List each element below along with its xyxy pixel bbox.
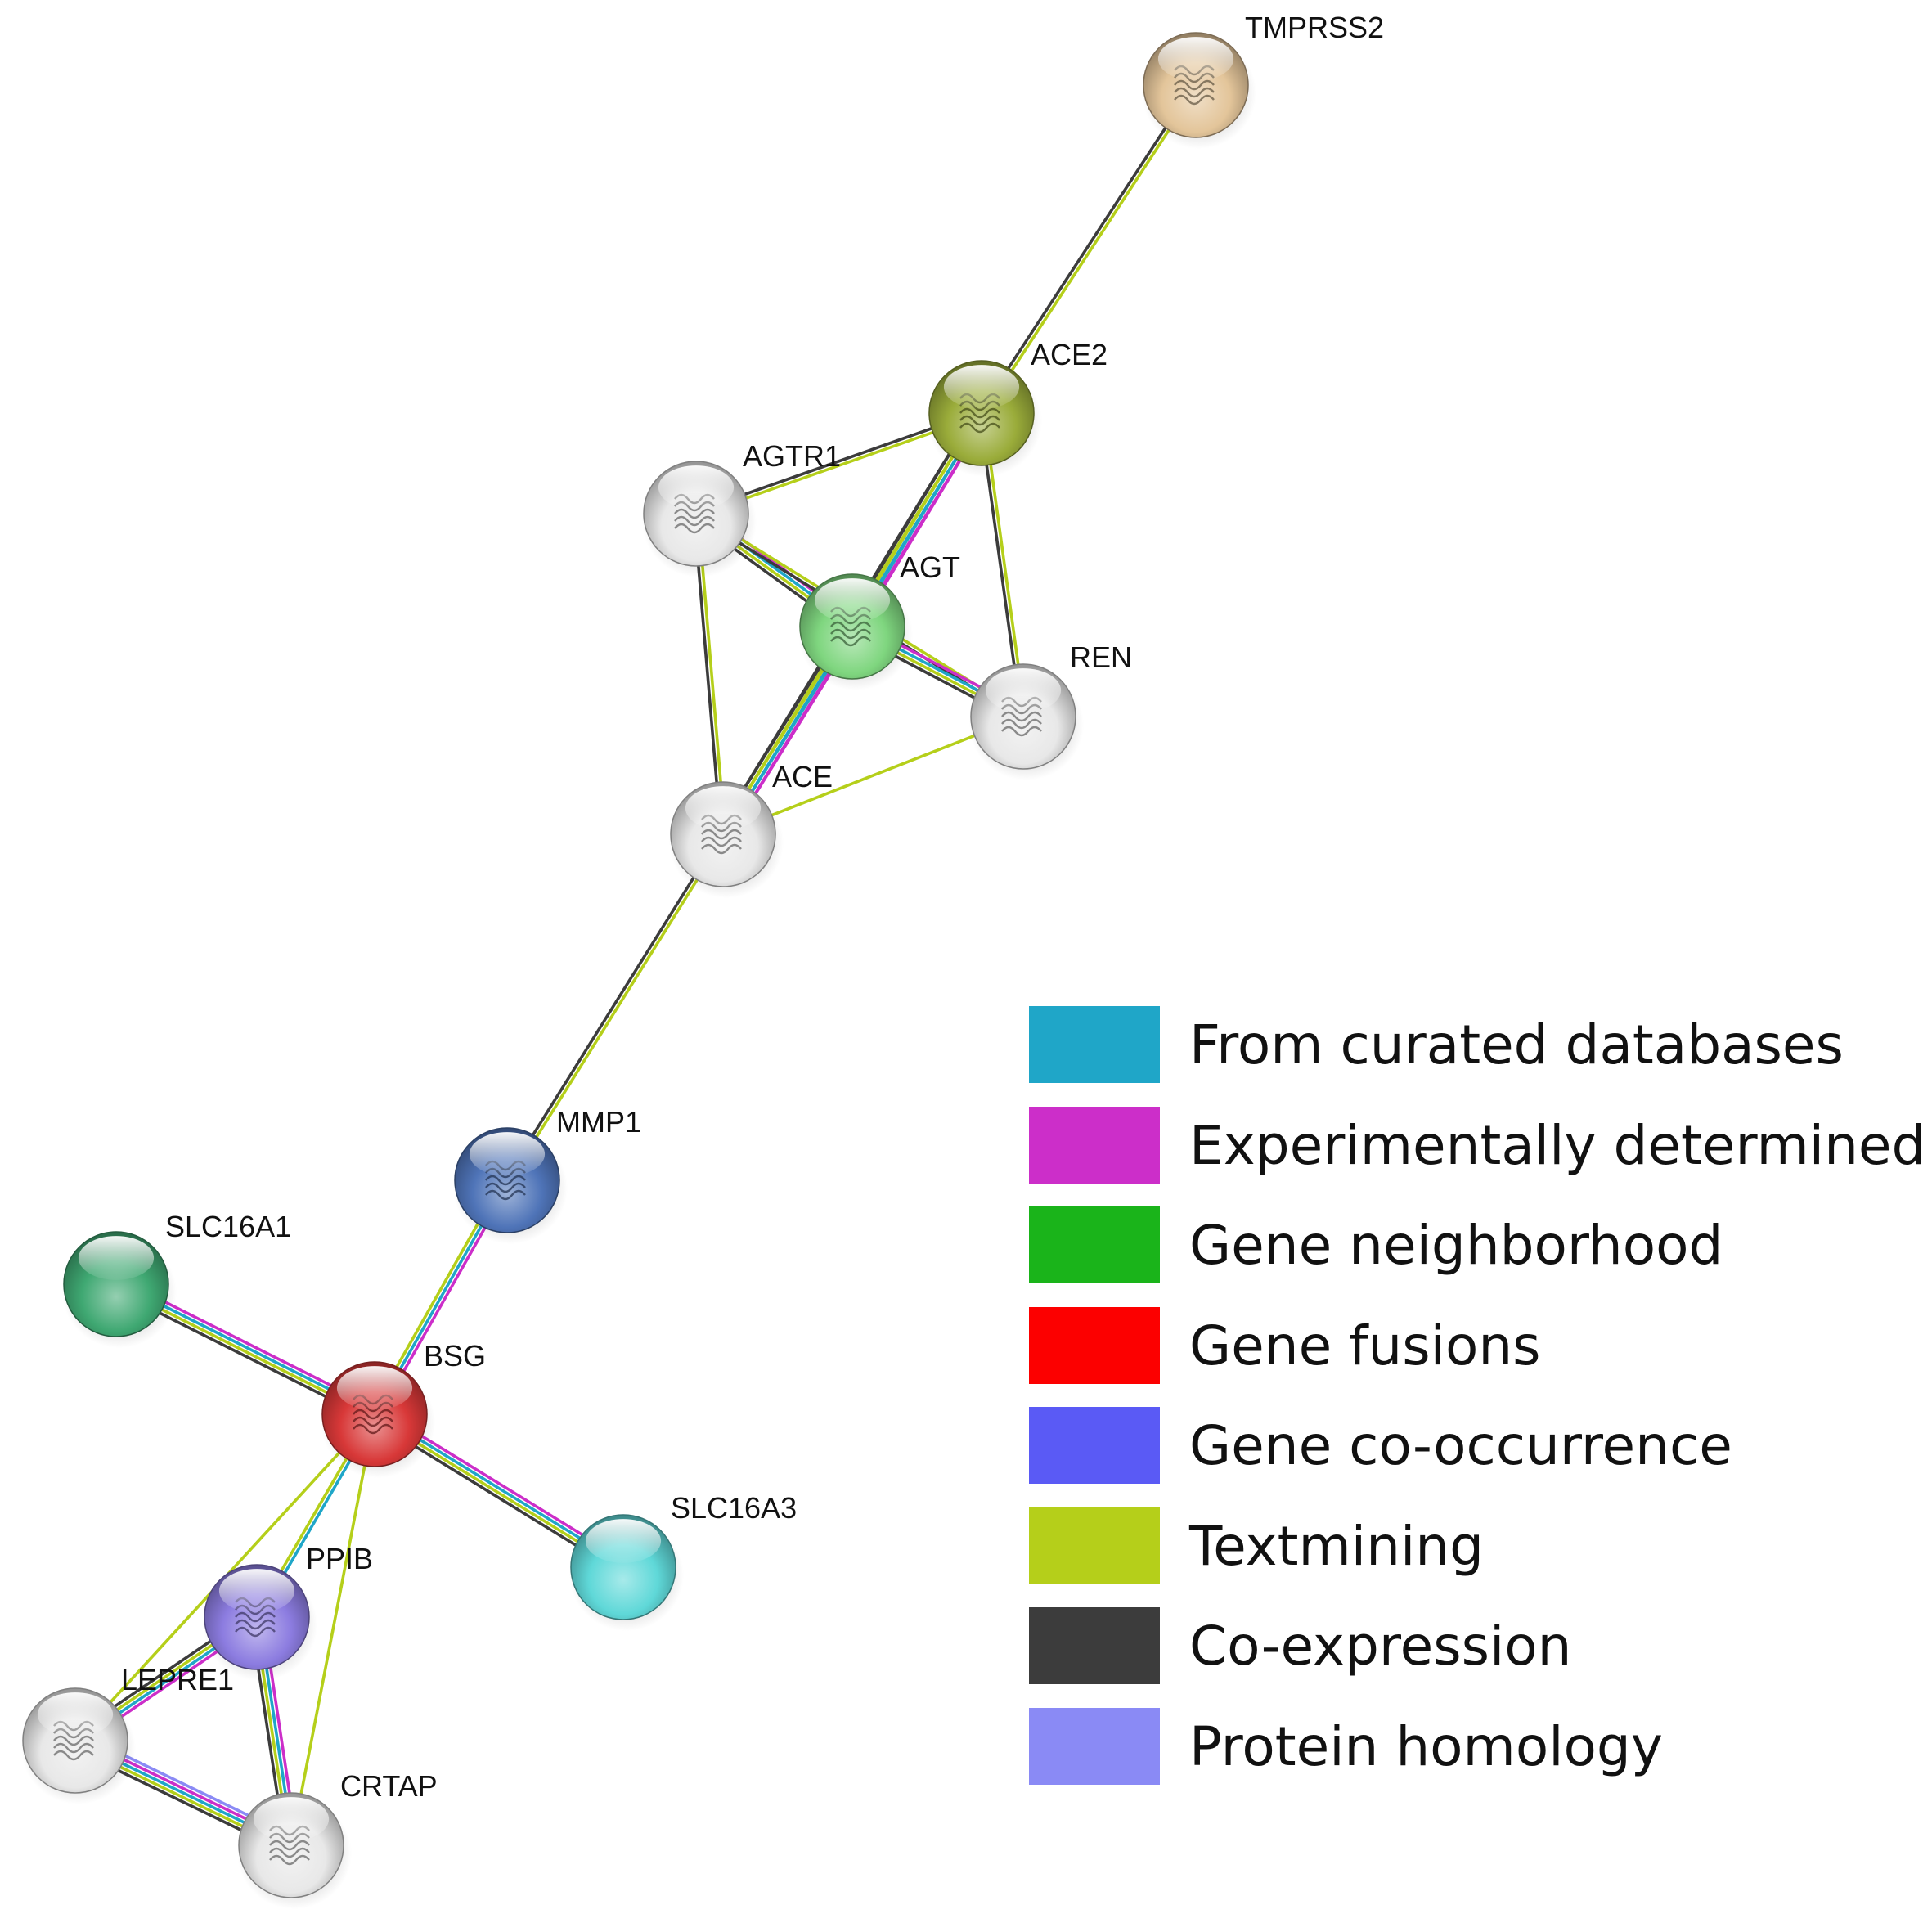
node-highlight <box>943 365 1020 409</box>
node-highlight <box>585 1519 662 1563</box>
legend-label: Gene neighborhood <box>1189 1214 1723 1277</box>
node-tmprss2[interactable]: TMPRSS2 <box>1142 11 1384 149</box>
edge-tmprss2-ace2[interactable] <box>978 83 1199 416</box>
node-highlight <box>253 1797 330 1841</box>
node-ren[interactable]: REN <box>969 640 1132 780</box>
legend-item-curated: From curated databases <box>1029 1006 1929 1085</box>
node-highlight <box>1157 37 1234 81</box>
node-ppib[interactable]: PPIB <box>203 1542 373 1681</box>
node-label-ace2: ACE2 <box>1031 338 1108 371</box>
legend-swatch <box>1029 1206 1160 1283</box>
legend-item-experimental: Experimentally determined <box>1029 1106 1929 1185</box>
legend-item-homology: Protein homology <box>1029 1707 1929 1786</box>
node-agtr1[interactable]: AGTR1 <box>642 439 841 577</box>
legend-item-fusion: Gene fusions <box>1029 1306 1929 1386</box>
node-highlight <box>985 668 1062 712</box>
legend-swatch <box>1029 1006 1160 1083</box>
node-highlight <box>78 1236 155 1280</box>
node-label-crtap: CRTAP <box>340 1769 438 1803</box>
edge-evidence-textmining <box>982 85 1199 416</box>
node-highlight <box>336 1366 413 1410</box>
legend-swatch <box>1029 1607 1160 1684</box>
node-lepre1[interactable]: LEPRE1 <box>21 1663 234 1804</box>
node-label-lepre1: LEPRE1 <box>121 1663 234 1696</box>
node-label-ppib: PPIB <box>306 1542 373 1575</box>
node-ace[interactable]: ACE <box>669 760 833 898</box>
node-slc16a1[interactable]: SLC16A1 <box>62 1210 291 1348</box>
node-crtap[interactable]: CRTAP <box>237 1769 438 1909</box>
legend-swatch <box>1029 1707 1160 1785</box>
legend-label: Gene co-occurrence <box>1189 1414 1732 1477</box>
legend-label: Textmining <box>1189 1514 1485 1578</box>
legend-label: Protein homology <box>1189 1714 1663 1778</box>
node-highlight <box>814 578 891 622</box>
legend-item-neighborhood: Gene neighborhood <box>1029 1206 1929 1285</box>
node-mmp1[interactable]: MMP1 <box>453 1105 641 1244</box>
node-highlight <box>469 1132 546 1176</box>
node-highlight <box>37 1692 114 1737</box>
legend-swatch <box>1029 1106 1160 1184</box>
node-label-tmprss2: TMPRSS2 <box>1245 11 1384 44</box>
edge-evidence-coexpression <box>504 832 723 1180</box>
edge-evidence-textmining <box>507 834 726 1183</box>
edge-evidence-coexpression <box>978 83 1196 413</box>
edge-evidence-textmining <box>290 1413 376 1846</box>
node-label-slc16a3: SLC16A3 <box>671 1491 797 1525</box>
legend-item-cooccurrence: Gene co-occurrence <box>1029 1407 1929 1485</box>
node-label-ren: REN <box>1070 640 1132 674</box>
legend-label: Co-expression <box>1189 1615 1572 1678</box>
legend-label: Experimentally determined <box>1189 1113 1926 1177</box>
legend-item-coexpression: Co-expression <box>1029 1607 1929 1686</box>
node-agt[interactable]: AGT <box>798 550 960 690</box>
node-highlight <box>685 786 762 830</box>
node-label-agtr1: AGTR1 <box>743 439 841 473</box>
node-slc16a3[interactable]: SLC16A3 <box>569 1491 797 1631</box>
node-label-slc16a1: SLC16A1 <box>165 1210 291 1243</box>
node-highlight <box>218 1569 295 1613</box>
legend-label: Gene fusions <box>1189 1314 1541 1377</box>
node-bsg[interactable]: BSG <box>321 1339 486 1478</box>
legend-swatch <box>1029 1407 1160 1484</box>
node-highlight <box>658 465 735 510</box>
node-label-ace: ACE <box>772 760 833 793</box>
node-label-mmp1: MMP1 <box>556 1105 641 1139</box>
legend-item-textmining: Textmining <box>1029 1507 1929 1586</box>
legend-swatch <box>1029 1306 1160 1384</box>
node-ace2[interactable]: ACE2 <box>928 338 1108 477</box>
edge-ace-mmp1[interactable] <box>504 832 726 1183</box>
node-label-bsg: BSG <box>424 1339 486 1373</box>
node-label-agt: AGT <box>900 550 960 584</box>
legend-label: From curated databases <box>1189 1013 1844 1076</box>
legend-swatch <box>1029 1507 1160 1584</box>
edge-bsg-crtap[interactable] <box>290 1413 376 1846</box>
